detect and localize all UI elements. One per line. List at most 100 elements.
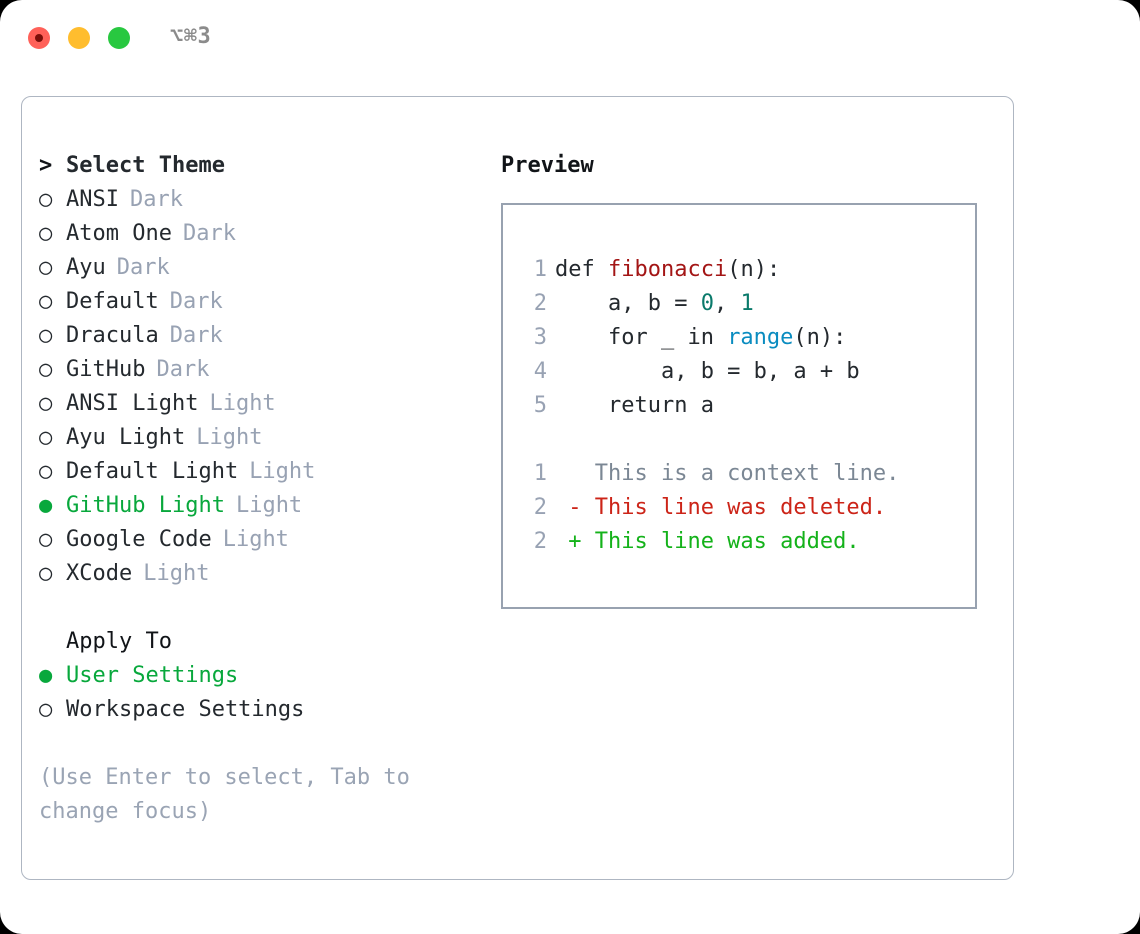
theme-list-item[interactable]: ○ ANSI Light Light	[39, 387, 489, 421]
theme-variant-badge: Dark	[129, 187, 183, 212]
radio-unselected-icon: ○	[39, 323, 53, 348]
diff-sample: 1 This is a context line.2 - This line w…	[503, 457, 975, 559]
radio-unselected-icon: ○	[39, 221, 53, 246]
prompt-caret-icon: >	[39, 153, 53, 178]
line-number: 1	[533, 257, 547, 282]
theme-variant-badge: Dark	[116, 255, 170, 280]
radio-selected-icon: ●	[39, 663, 53, 688]
theme-name-label: GitHub	[66, 357, 146, 382]
line-number: 5	[533, 393, 547, 418]
theme-variant-badge: Light	[209, 391, 276, 416]
theme-variant-badge: Light	[143, 561, 210, 586]
theme-name-label: Default	[66, 289, 159, 314]
theme-list-item[interactable]: ● GitHub Light Light	[39, 489, 489, 523]
theme-name-label: GitHub Light	[66, 493, 225, 518]
theme-list-item[interactable]: ○ XCode Light	[39, 557, 489, 591]
code-line: 4 a, b = b, a + b	[503, 355, 975, 389]
radio-selected-icon: ●	[39, 493, 53, 518]
select-theme-header: >Select Theme	[39, 149, 489, 183]
theme-name-label: XCode	[66, 561, 133, 586]
theme-name-label: Ayu Light	[66, 425, 186, 450]
code-token: return a	[555, 393, 714, 418]
code-line: 2 a, b = 0, 1	[503, 287, 975, 321]
apply-to-header-label: Apply To	[66, 629, 172, 654]
code-token: 1	[740, 291, 754, 316]
code-token: fibonacci	[607, 257, 728, 282]
radio-unselected-icon: ○	[39, 527, 53, 552]
keyboard-hint-text: (Use Enter to select, Tab to change focu…	[39, 765, 410, 824]
code-token: a, b = b, a + b	[555, 359, 860, 384]
theme-name-label: ANSI Light	[66, 391, 199, 416]
diff-line: 2 + This line was added.	[503, 525, 975, 559]
theme-variant-badge: Dark	[156, 357, 210, 382]
apply-to-header: ○Apply To	[39, 625, 489, 659]
theme-name-label: Default Light	[66, 459, 239, 484]
radio-unselected-icon: ○	[39, 187, 53, 212]
keyboard-shortcut-label: ⌥⌘3	[170, 24, 212, 49]
apply-to-label: Workspace Settings	[66, 697, 305, 722]
theme-list-item[interactable]: ○ Ayu Light Light	[39, 421, 489, 455]
radio-unselected-icon: ○	[39, 255, 53, 280]
line-number: 3	[533, 325, 547, 350]
theme-list-item[interactable]: ○ Dracula Dark	[39, 319, 489, 353]
theme-variant-badge: Light	[249, 459, 316, 484]
theme-variant-badge: Dark	[169, 289, 223, 314]
theme-name-label: Ayu	[66, 255, 106, 280]
code-line: 1 def fibonacci(n):	[503, 253, 975, 287]
theme-variant-badge: Light	[222, 527, 289, 552]
radio-unselected-icon: ○	[39, 561, 53, 586]
theme-variant-badge: Light	[196, 425, 263, 450]
line-number: 4	[533, 359, 547, 384]
radio-unselected-icon: ○	[39, 289, 53, 314]
theme-list-item[interactable]: ○ Default Dark	[39, 285, 489, 319]
diff-line-text: + This line was added.	[555, 529, 860, 554]
theme-list-item[interactable]: ○ ANSI Dark	[39, 183, 489, 217]
diff-line: 1 This is a context line.	[503, 457, 975, 491]
diff-line: 2 - This line was deleted.	[503, 491, 975, 525]
theme-list-item[interactable]: ○ Default Light Light	[39, 455, 489, 489]
apply-to-item[interactable]: ●User Settings	[39, 659, 489, 693]
theme-name-label: Dracula	[66, 323, 159, 348]
diff-line-text: - This line was deleted.	[555, 495, 887, 520]
apply-to-item[interactable]: ○ Workspace Settings	[39, 693, 489, 727]
code-token: 0	[700, 291, 714, 316]
theme-list-item[interactable]: ○ Google Code Light	[39, 523, 489, 557]
apply-to-list: ●User Settings ○ Workspace Settings	[39, 659, 489, 727]
theme-name-label: Atom One	[66, 221, 172, 246]
theme-name-label: ANSI	[66, 187, 119, 212]
line-number: 1	[533, 461, 547, 486]
code-token: a, b =	[555, 291, 701, 316]
code-token: (n):	[727, 257, 781, 282]
radio-unselected-icon: ○	[39, 357, 53, 382]
theme-list-item[interactable]: ○ GitHub Dark	[39, 353, 489, 387]
code-line: 5 return a	[503, 389, 975, 423]
theme-list-item[interactable]: ○ Ayu Dark	[39, 251, 489, 285]
code-token: def	[555, 257, 608, 282]
code-token: for _ in	[555, 325, 728, 350]
maximize-window-button[interactable]	[108, 27, 130, 49]
radio-unselected-icon: ○	[39, 459, 53, 484]
theme-variant-badge: Light	[235, 493, 303, 518]
code-token: (n):	[793, 325, 847, 350]
code-token: range	[727, 325, 794, 350]
code-token: ,	[713, 291, 741, 316]
line-number: 2	[533, 529, 547, 554]
radio-unselected-icon: ○	[39, 425, 53, 450]
radio-unselected-icon: ○	[39, 391, 53, 416]
line-number: 2	[533, 495, 547, 520]
line-number: 2	[533, 291, 547, 316]
theme-variant-badge: Dark	[169, 323, 223, 348]
theme-name-label: Google Code	[66, 527, 212, 552]
title-bar: ⌥⌘3	[0, 0, 1140, 76]
diff-line-text: This is a context line.	[555, 461, 900, 486]
minimize-window-button[interactable]	[68, 27, 90, 49]
close-window-button[interactable]	[28, 27, 50, 49]
radio-unselected-icon: ○	[39, 697, 53, 722]
code-diff-spacer	[503, 423, 975, 457]
